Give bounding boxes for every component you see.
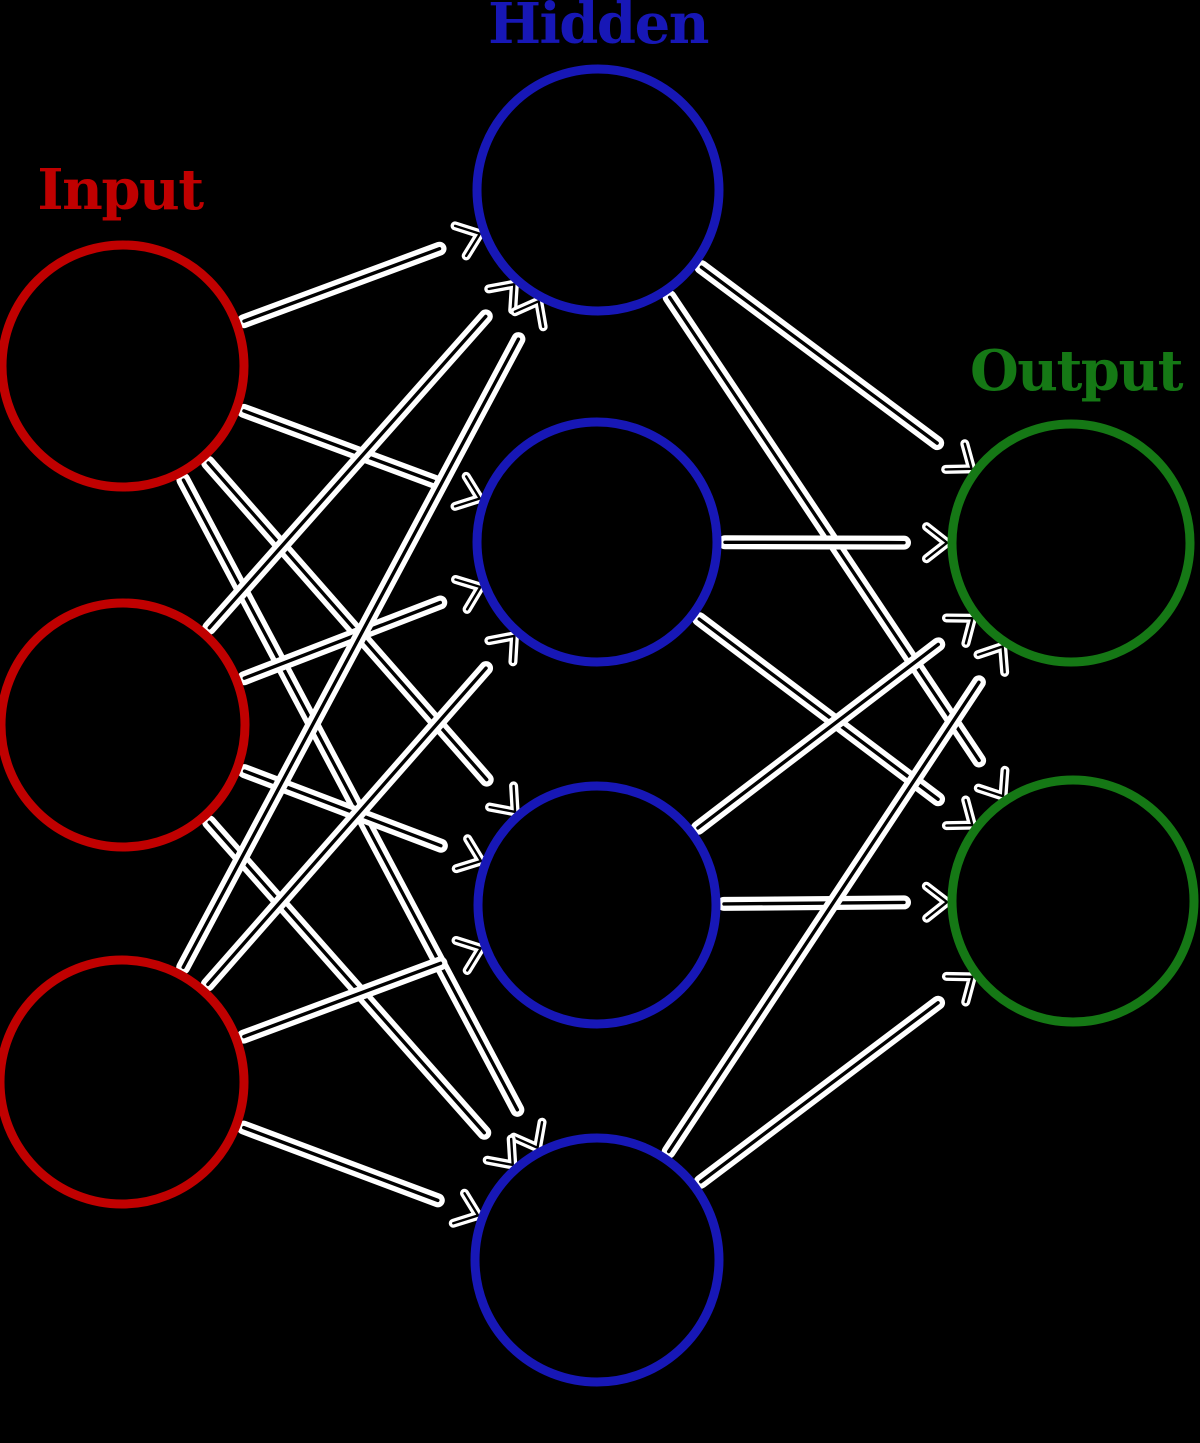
edge-i2-h2	[237, 574, 485, 686]
hidden-layer-label: Hidden	[488, 0, 709, 57]
edge-i1-h1	[236, 221, 485, 329]
edge-i3-h2	[200, 631, 519, 992]
edge-i2-h4	[202, 815, 518, 1170]
edge-i3-h4	[236, 1120, 483, 1228]
output-node-o1	[947, 419, 1195, 667]
output-layer-label: Output	[969, 338, 1184, 404]
hidden-node-h4	[470, 1133, 724, 1387]
edge-i3-h1	[176, 296, 548, 975]
edge-h3-o2	[716, 881, 952, 923]
edge-h4-o2	[693, 971, 977, 1189]
arrowhead-icon	[921, 522, 952, 564]
edge-h3-o1	[690, 613, 977, 835]
edge-i1-h2	[236, 403, 485, 511]
edge-h1-o1	[694, 260, 977, 474]
edge-h2-o2	[692, 612, 977, 831]
input-node-i2	[0, 598, 250, 852]
hidden-node-h2	[472, 417, 722, 667]
edge-i3-h3	[236, 935, 486, 1044]
input-node-i1	[0, 240, 249, 492]
edge-h4-o1	[661, 641, 1010, 1159]
input-layer-label: Input	[37, 157, 204, 223]
edge-h2-o1	[717, 522, 952, 564]
edge-h1-o2	[662, 290, 1010, 801]
input-node-i3	[0, 955, 249, 1209]
hidden-node-h1	[472, 64, 724, 316]
hidden-node-h3	[473, 781, 721, 1029]
output-node-o2	[947, 775, 1199, 1027]
edge-i2-h1	[202, 279, 519, 635]
arrowhead-icon	[921, 881, 952, 923]
